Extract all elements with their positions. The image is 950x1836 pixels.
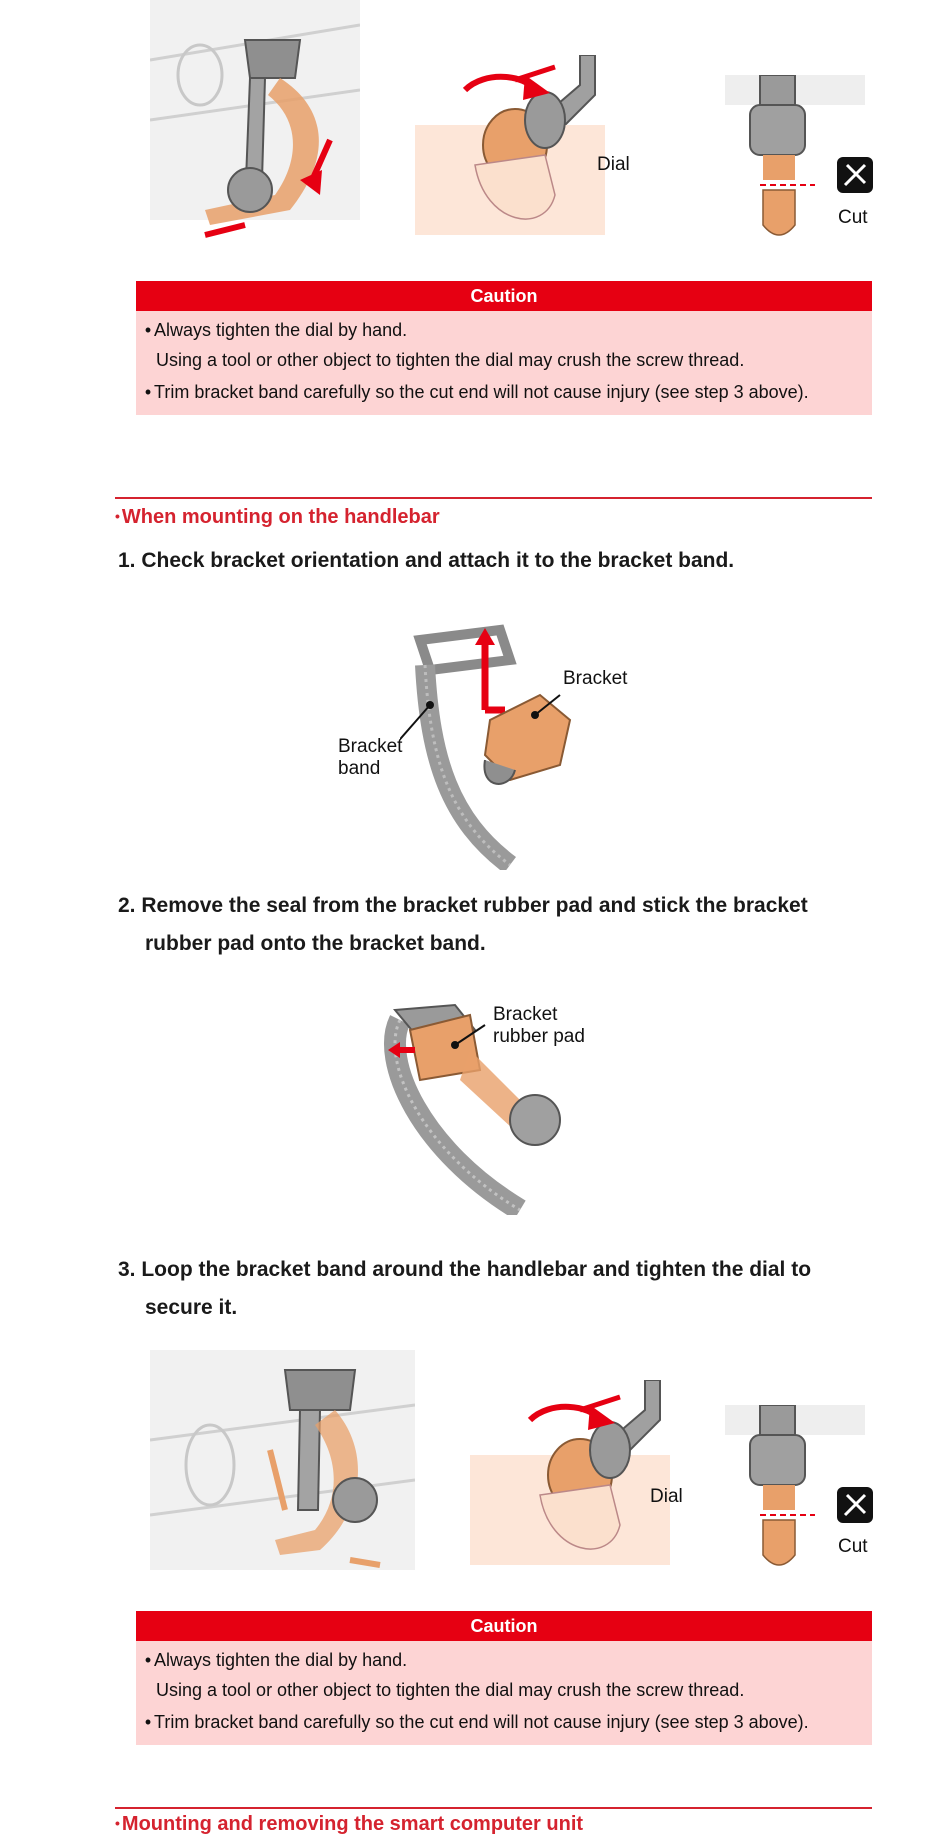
figure-bracket-orientation <box>400 620 590 870</box>
caution-item-detail: Using a tool or other object to tighten … <box>156 1680 745 1700</box>
caution-box-2: Caution •Always tighten the dial by hand… <box>136 1611 872 1745</box>
bracket-band-label-1: Bracket <box>338 736 403 757</box>
figure-tighten-dial <box>415 55 605 235</box>
figure-rubber-pad <box>360 1000 580 1215</box>
caution-body: •Always tighten the dial by hand. Using … <box>136 1641 872 1745</box>
bracket-label: Bracket <box>563 668 628 689</box>
caution-item: •Always tighten the dial by hand. <box>144 1650 408 1670</box>
caution-item: •Always tighten the dial by hand. <box>144 320 408 340</box>
caution-item-detail: Using a tool or other object to tighten … <box>156 350 745 370</box>
section-divider <box>115 497 872 499</box>
section-title-handlebar: •When mounting on the handlebar <box>115 506 440 528</box>
caution-title: Caution <box>136 281 872 311</box>
caution-item: •Trim bracket band carefully so the cut … <box>144 382 809 402</box>
figure-trim-band-2 <box>725 1405 875 1570</box>
section-title-mounting: •Mounting and removing the smart compute… <box>115 1813 584 1835</box>
cut-label-2: Cut <box>838 1536 868 1557</box>
section-divider <box>115 1807 872 1809</box>
bracket-band-label-2: band <box>338 758 381 779</box>
figure-tighten-dial-2 <box>470 1380 670 1565</box>
rubber-pad-label-2: rubber pad <box>493 1026 585 1047</box>
caution-item: •Trim bracket band carefully so the cut … <box>144 1712 809 1732</box>
step-2: 2. Remove the seal from the bracket rubb… <box>118 894 808 955</box>
dial-label: Dial <box>597 154 630 175</box>
caution-body: •Always tighten the dial by hand. Using … <box>136 311 872 415</box>
figure-loop-band-handlebar <box>150 1350 415 1575</box>
figure-trim-band <box>725 75 875 240</box>
step-3: 3. Loop the bracket band around the hand… <box>118 1258 812 1319</box>
caution-box-1: Caution •Always tighten the dial by hand… <box>136 281 872 415</box>
step-1: 1. Check bracket orientation and attach … <box>118 549 735 572</box>
caution-title: Caution <box>136 1611 872 1641</box>
figure-mount-band-on-bar <box>150 0 360 240</box>
dial-label-2: Dial <box>650 1486 683 1507</box>
rubber-pad-label-1: Bracket <box>493 1004 558 1025</box>
cut-label: Cut <box>838 207 868 228</box>
